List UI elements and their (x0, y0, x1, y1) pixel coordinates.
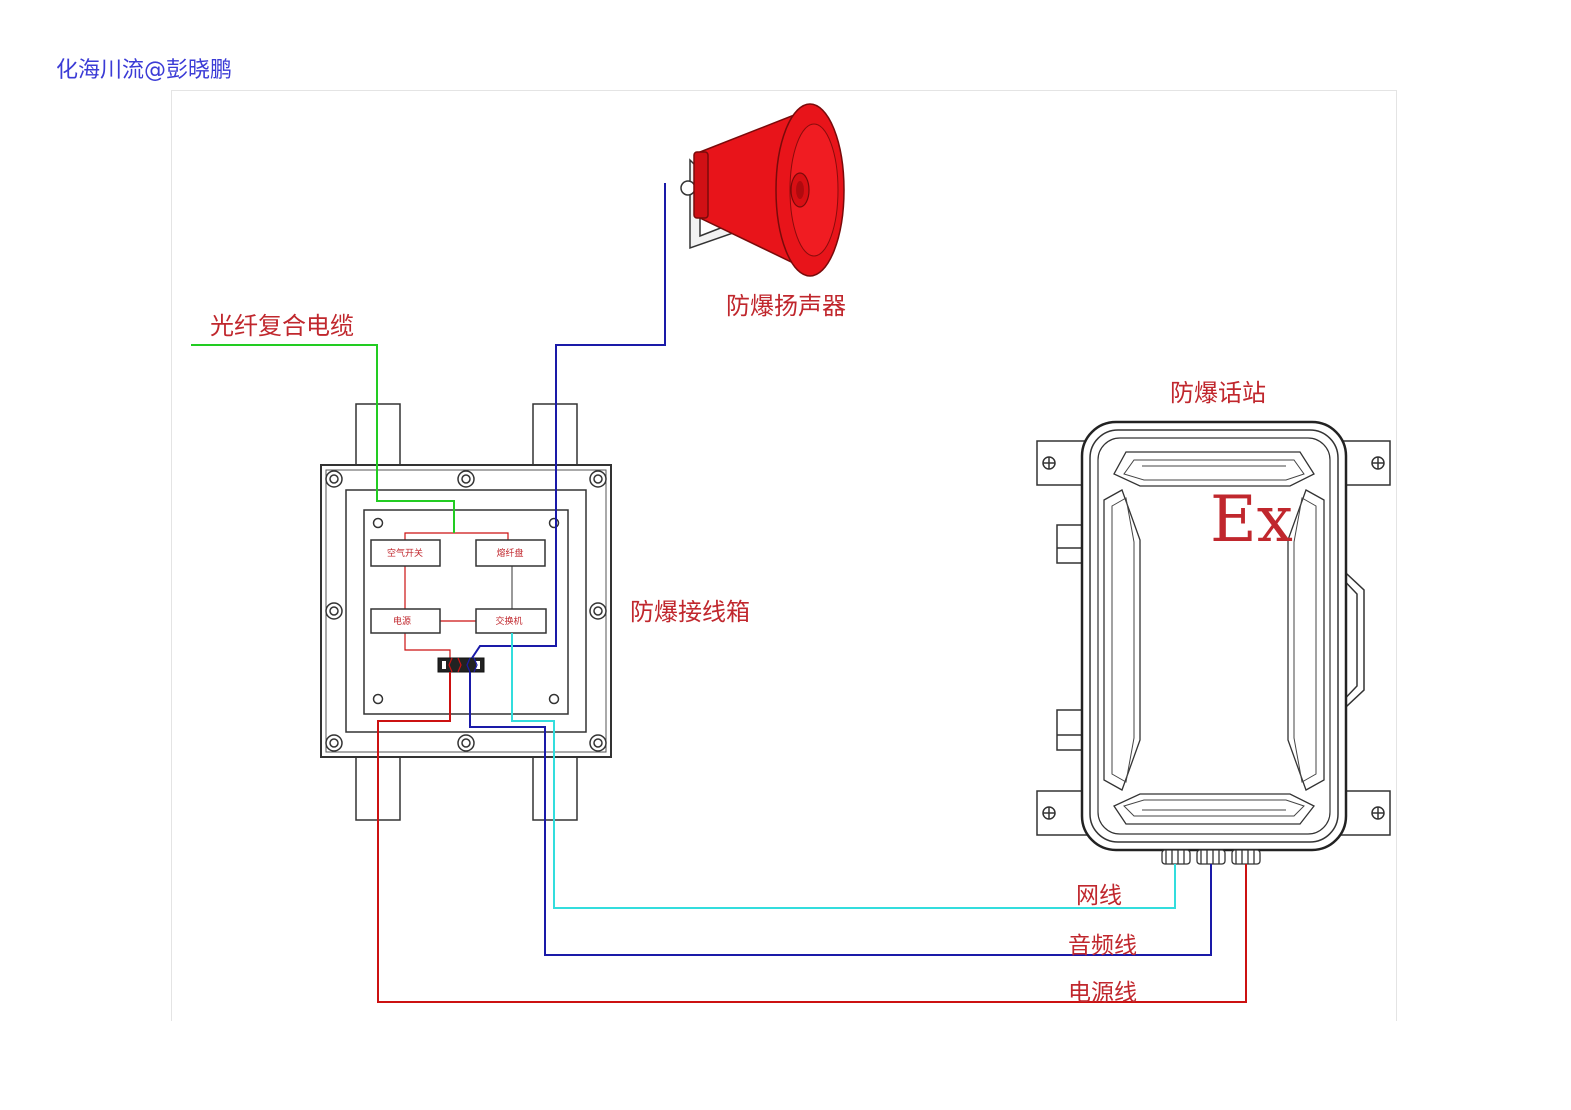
module-switch: 交换机 (475, 608, 547, 634)
phone-station-label: 防爆话站 (1170, 379, 1266, 407)
junction-box: 空气开关 熔纤盘 电源 交换机 (320, 403, 612, 821)
diagram-frame (171, 90, 1397, 1021)
watermark-text: 化海川流@彭晓鹏 (56, 58, 233, 83)
module-fiber-tray: 熔纤盘 (475, 539, 546, 567)
junction-box-label: 防爆接线箱 (630, 598, 750, 626)
speaker-audio-line (471, 183, 666, 659)
module-fiber-tray-label: 熔纤盘 (496, 547, 523, 559)
speaker-label: 防爆扬声器 (726, 292, 846, 320)
module-switch-label: 交换机 (495, 615, 522, 627)
speaker-icon (680, 103, 845, 277)
audio-line (469, 672, 1212, 956)
module-power-supply: 电源 (370, 608, 441, 634)
network-line-label: 网线 (1076, 883, 1122, 909)
power-line-label: 电源线 (1068, 980, 1137, 1006)
phone-station: Ex (1036, 420, 1391, 865)
network-line (511, 633, 1176, 909)
power-line (377, 672, 1247, 1003)
audio-line-label: 音频线 (1068, 933, 1137, 959)
fiber-cable-label: 光纤复合电缆 (210, 312, 354, 340)
module-air-switch: 空气开关 (370, 539, 441, 567)
module-air-switch-label: 空气开关 (387, 547, 423, 559)
fiber-cable-line (191, 344, 455, 533)
terminal-block (437, 657, 485, 673)
ex-mark: Ex (1210, 483, 1293, 557)
module-power-supply-label: 电源 (393, 615, 411, 627)
